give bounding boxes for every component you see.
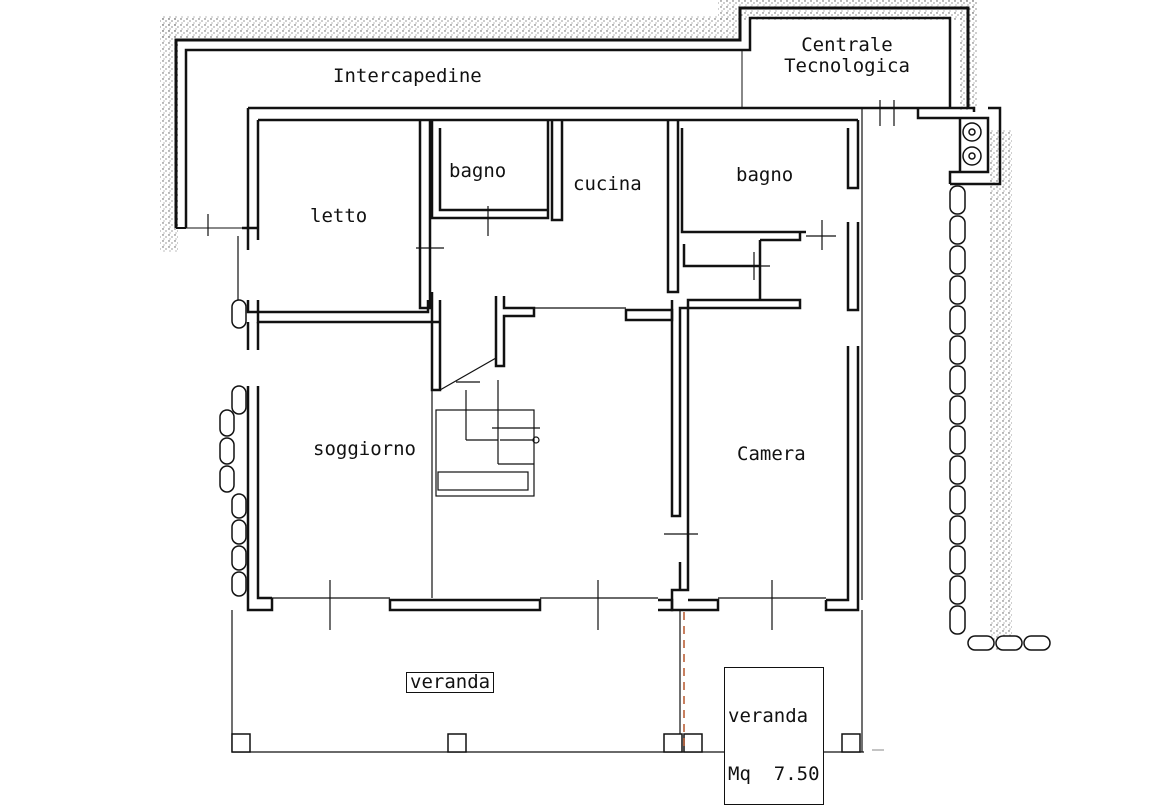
room-label-cucina: cucina [573,173,642,195]
stone-wall [219,185,1051,651]
room-label-letto: letto [310,205,368,227]
floor-plan [160,0,1051,753]
room-label-camera: Camera [737,443,806,465]
room-label-centrale-tecnologica: Centrale Tecnologica [782,35,912,77]
room-label-intercapedine: Intercapedine [333,65,482,87]
building-walls [242,106,1002,612]
opening-ticks [207,100,895,630]
room-label-veranda-right: veranda Mq 7.50 [724,667,824,805]
room-label-bagno-right: bagno [736,164,794,186]
boiler-icon [962,122,982,166]
ground-hatching [160,0,1012,650]
room-label-bagno-left: bagno [449,160,507,182]
centrale-line2: Tecnologica [784,54,910,77]
veranda-columns [231,733,861,753]
retaining-wall [174,6,970,229]
room-label-veranda-left: veranda [406,672,495,693]
veranda-right-line1: veranda [728,704,809,727]
centrale-line1: Centrale [801,34,893,56]
room-label-soggiorno: soggiorno [313,438,416,460]
thin-lines [231,108,864,753]
